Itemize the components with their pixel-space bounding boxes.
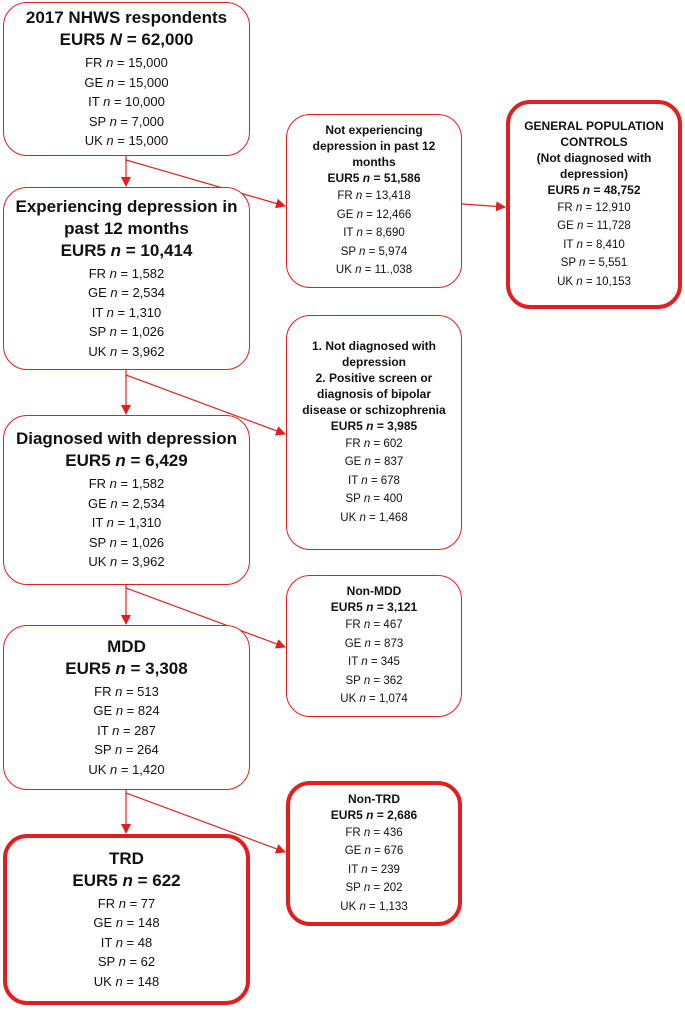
not-diagnosed-title: 1. Not diagnosed with depression <box>311 338 436 369</box>
non-trd-title: Non-TRD <box>348 791 400 806</box>
not-experiencing-row-uk: UK n = 11.,038 <box>335 264 413 277</box>
not-diagnosed-row-uk: UK n = 1,468 <box>340 511 408 524</box>
general-population-row-fr: FR n = 12,910 <box>557 201 631 214</box>
depressed-title: Experiencing depression in past 12 month… <box>15 196 238 238</box>
mdd-row-fr: FR n = 513 <box>94 683 159 699</box>
arrow-respondents-to-not-experiencing <box>125 159 286 209</box>
respondents-title: 2017 NHWS respondents <box>25 8 228 28</box>
not-experiencing-row-fr: FR n = 13,418 <box>337 190 411 203</box>
trd-total: EUR5 n = 622 <box>72 870 181 890</box>
non-mdd-row-ge: GE n = 873 <box>344 637 404 650</box>
not-experiencing-box: Not experiencing depression in past 12 m… <box>286 114 462 288</box>
depressed-row-uk: UK n = 3,962 <box>88 343 165 359</box>
non-trd-row-fr: FR n = 436 <box>345 826 403 839</box>
depressed-row-ge: GE n = 2,534 <box>88 285 165 301</box>
diagnosed-total: EUR5 n = 6,429 <box>65 451 188 471</box>
not-experiencing-row-ge: GE n = 12,466 <box>336 208 412 221</box>
non-mdd-row-uk: UK n = 1,074 <box>340 693 408 706</box>
non-mdd-row-fr: FR n = 467 <box>345 619 403 632</box>
respondents-row-sp: SP n = 7,000 <box>88 113 165 129</box>
mdd-row-sp: SP n = 264 <box>94 742 159 758</box>
not-experiencing-total: EUR5 n = 51,586 <box>327 171 421 186</box>
trd-row-fr: FR n = 77 <box>97 895 156 911</box>
depressed-row-it: IT n = 1,310 <box>91 304 162 320</box>
non-trd-box: Non-TRD EUR5 n = 2,686 FR n = 436 GE n =… <box>286 781 462 926</box>
diagnosed-row-ge: GE n = 2,534 <box>88 495 165 511</box>
non-mdd-title: Non-MDD <box>346 584 402 599</box>
general-population-row-sp: SP n = 5,551 <box>560 257 628 270</box>
non-trd-row-ge: GE n = 676 <box>344 845 404 858</box>
non-mdd-row-it: IT n = 345 <box>348 656 400 669</box>
general-population-row-it: IT n = 8,410 <box>563 238 625 251</box>
general-population-row-uk: UK n = 10,153 <box>557 275 631 288</box>
not-diagnosed-total: EUR5 n = 3,985 <box>330 418 418 433</box>
non-trd-total: EUR5 n = 2,686 <box>330 807 418 822</box>
diagnosed-row-fr: FR n = 1,582 <box>88 476 165 492</box>
general-population-total: EUR5 n = 48,752 <box>547 182 641 197</box>
depressed-box: Experiencing depression in past 12 month… <box>3 187 250 370</box>
mdd-row-uk: UK n = 1,420 <box>88 761 165 777</box>
non-mdd-row-sp: SP n = 362 <box>345 674 403 687</box>
not-experiencing-title: Not experiencing depression in past 12 m… <box>312 123 436 170</box>
depressed-total: EUR5 n = 10,414 <box>60 240 193 260</box>
depressed-row-sp: SP n = 1,026 <box>88 324 165 340</box>
mdd-total: EUR5 n = 3,308 <box>65 658 188 678</box>
mdd-box: MDD EUR5 n = 3,308 FR n = 513 GE n = 824… <box>3 625 250 790</box>
not-diagnosed-row-sp: SP n = 400 <box>345 493 403 506</box>
not-diagnosed-row-ge: GE n = 837 <box>344 456 404 469</box>
arrow-mdd-to-non-trd <box>125 792 286 854</box>
general-population-row-ge: GE n = 11,728 <box>557 220 631 233</box>
non-mdd-box: Non-MDD EUR5 n = 3,121 FR n = 467 GE n =… <box>286 575 462 717</box>
non-trd-row-it: IT n = 239 <box>348 863 400 876</box>
diagnosed-row-uk: UK n = 3,962 <box>88 554 165 570</box>
not-diagnosed-row-it: IT n = 678 <box>348 474 400 487</box>
not-diagnosed-row-fr: FR n = 602 <box>345 437 403 450</box>
general-population-box: GENERAL POPULATION CONTROLS (Not diagnos… <box>506 100 682 309</box>
non-mdd-total: EUR5 n = 3,121 <box>330 600 418 615</box>
trd-row-sp: SP n = 62 <box>97 954 156 970</box>
not-diagnosed-title-2: 2. Positive screen or diagnosis of bipol… <box>302 370 446 417</box>
mdd-row-ge: GE n = 824 <box>93 703 160 719</box>
respondents-row-ge: GE n = 15,000 <box>84 74 169 90</box>
respondents-row-uk: UK n = 15,000 <box>84 133 169 149</box>
non-trd-row-sp: SP n = 202 <box>345 882 403 895</box>
diagnosed-title: Diagnosed with depression <box>15 429 238 449</box>
respondents-total: EUR5 N = 62,000 <box>59 30 194 50</box>
depressed-row-fr: FR n = 1,582 <box>88 265 165 281</box>
trd-title: TRD <box>109 848 144 868</box>
mdd-title: MDD <box>107 636 146 656</box>
not-experiencing-row-sp: SP n = 5,974 <box>340 245 408 258</box>
arrow-diagnosed-to-non-mdd <box>125 587 286 649</box>
trd-row-uk: UK n = 148 <box>93 973 160 989</box>
respondents-row-it: IT n = 10,000 <box>88 94 165 110</box>
diagnosed-row-it: IT n = 1,310 <box>91 515 162 531</box>
trd-row-ge: GE n = 148 <box>93 915 160 931</box>
arrow-not-experiencing-to-gpc <box>461 201 506 212</box>
diagnosed-row-sp: SP n = 1,026 <box>88 534 165 550</box>
general-population-title: GENERAL POPULATION CONTROLS <box>524 118 664 149</box>
trd-box: TRD EUR5 n = 622 FR n = 77 GE n = 148 IT… <box>3 834 250 1005</box>
non-trd-row-uk: UK n = 1,133 <box>340 900 408 913</box>
respondents-box: 2017 NHWS respondents EUR5 N = 62,000 FR… <box>3 2 250 156</box>
not-diagnosed-box: 1. Not diagnosed with depression 2. Posi… <box>286 315 462 550</box>
not-experiencing-row-it: IT n = 8,690 <box>343 227 405 240</box>
diagnosed-box: Diagnosed with depression EUR5 n = 6,429… <box>3 415 250 585</box>
trd-row-it: IT n = 48 <box>100 934 153 950</box>
respondents-row-fr: FR n = 15,000 <box>85 55 168 71</box>
arrow-depressed-to-not-diagnosed <box>125 374 286 436</box>
mdd-row-it: IT n = 287 <box>97 722 156 738</box>
general-population-subtitle: (Not diagnosed with depression) <box>536 150 652 181</box>
